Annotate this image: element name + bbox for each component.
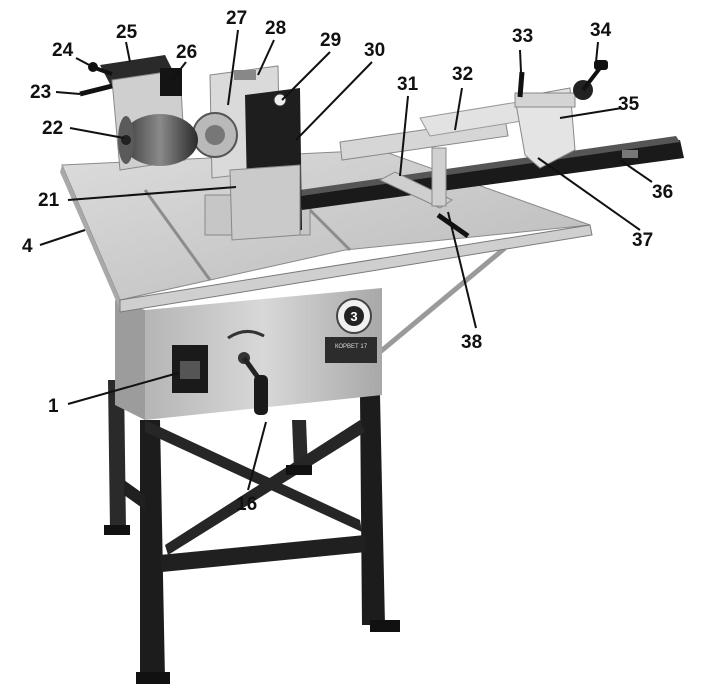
leg-front-right bbox=[360, 395, 385, 625]
leader-line-30 bbox=[295, 61, 373, 141]
part-label-23: 23 bbox=[30, 82, 51, 103]
stretcher-front bbox=[160, 535, 366, 572]
belt-sander bbox=[79, 55, 198, 171]
table-fence-edge bbox=[119, 224, 593, 313]
leader-line-24 bbox=[75, 57, 94, 68]
leader-line-25 bbox=[125, 41, 131, 63]
leader-line-23 bbox=[55, 91, 81, 95]
tailstock bbox=[514, 60, 608, 169]
part-label-24: 24 bbox=[52, 40, 74, 61]
leg-front-left bbox=[140, 420, 165, 680]
foot-back-right bbox=[286, 465, 312, 475]
foot-back bbox=[104, 525, 130, 535]
drum-axle bbox=[121, 135, 131, 145]
warranty-badge: 3 bbox=[336, 298, 372, 334]
faceplate-hub bbox=[205, 125, 225, 145]
headstock bbox=[192, 65, 302, 241]
leader-line-32 bbox=[454, 87, 463, 131]
motor-mount bbox=[229, 164, 301, 241]
leader-line-22 bbox=[69, 127, 125, 139]
tension-handle[interactable] bbox=[79, 83, 113, 97]
leader-line-21 bbox=[67, 186, 237, 201]
part-label-21: 21 bbox=[38, 190, 60, 211]
leader-line-16 bbox=[247, 421, 267, 491]
cabinet-side bbox=[115, 300, 145, 420]
tool-rest bbox=[339, 99, 541, 239]
part-label-34: 34 bbox=[590, 20, 612, 41]
leader-line-4 bbox=[39, 229, 86, 246]
part-label-35: 35 bbox=[618, 94, 640, 115]
tailstock-quill bbox=[514, 92, 576, 108]
leg-back-left bbox=[108, 380, 126, 530]
part-label-33: 33 bbox=[512, 26, 533, 47]
support-rod bbox=[378, 246, 507, 354]
miter-slot-1 bbox=[143, 189, 212, 281]
part-label-16: 16 bbox=[236, 494, 257, 515]
leader-line-36 bbox=[619, 159, 653, 183]
leader-line-35 bbox=[559, 107, 623, 119]
brace-diagonal-2 bbox=[165, 420, 365, 555]
cabinet: 3 КОРВЕТ 17 bbox=[115, 288, 382, 420]
part-label-22: 22 bbox=[42, 118, 63, 139]
part-label-29: 29 bbox=[320, 30, 341, 51]
tailstock-crank[interactable] bbox=[581, 66, 602, 92]
part-label-38: 38 bbox=[461, 332, 482, 353]
part-label-31: 31 bbox=[397, 74, 419, 95]
leader-line-27 bbox=[227, 29, 239, 106]
handwheel-handle[interactable] bbox=[254, 375, 268, 415]
part-label-4: 4 bbox=[22, 236, 33, 257]
leader-line-29 bbox=[281, 51, 331, 101]
part-label-32: 32 bbox=[452, 64, 473, 85]
nameplate-model: КОРВЕТ 17 bbox=[335, 344, 368, 350]
scale-arc bbox=[227, 330, 265, 340]
bed-rail bbox=[300, 140, 684, 210]
part-label-36: 36 bbox=[652, 182, 673, 203]
sanding-drum bbox=[122, 114, 198, 166]
guard-knob[interactable] bbox=[273, 93, 287, 107]
tracking-knob-arm[interactable] bbox=[94, 66, 113, 76]
part-label-25: 25 bbox=[116, 22, 138, 43]
warranty-number: 3 bbox=[350, 309, 357, 324]
part-label-1: 1 bbox=[48, 396, 59, 417]
foot-front-right bbox=[370, 620, 400, 632]
part-label-26: 26 bbox=[176, 42, 197, 63]
leader-line-37 bbox=[537, 157, 641, 231]
part-label-30: 30 bbox=[364, 40, 385, 61]
leader-line-28 bbox=[257, 39, 275, 76]
leader-line-26 bbox=[171, 61, 187, 81]
switch-button[interactable] bbox=[180, 361, 200, 379]
brace-diagonal bbox=[145, 420, 362, 532]
tool-rest-post bbox=[431, 147, 447, 207]
leader-line-1 bbox=[67, 372, 179, 405]
leader-line-31 bbox=[399, 95, 409, 177]
bed-end-cap bbox=[622, 150, 638, 158]
stand bbox=[104, 246, 507, 684]
part-label-27: 27 bbox=[226, 8, 247, 29]
part-label-37: 37 bbox=[632, 230, 653, 251]
leader-line-38 bbox=[447, 211, 477, 329]
tailstock-crank-knob[interactable] bbox=[594, 60, 608, 70]
tailstock-lock-lever[interactable] bbox=[517, 71, 525, 98]
tool-rest-lock-handle[interactable] bbox=[436, 212, 470, 239]
leader-lines bbox=[39, 29, 653, 491]
table-front-edge bbox=[60, 165, 120, 310]
leader-line-34 bbox=[595, 41, 599, 63]
housing-window bbox=[234, 70, 256, 80]
foot-front-left bbox=[136, 672, 170, 684]
nameplate: КОРВЕТ 17 bbox=[325, 337, 377, 363]
stretcher-side bbox=[124, 480, 145, 510]
part-label-28: 28 bbox=[265, 18, 286, 39]
leader-line-33 bbox=[519, 49, 522, 73]
tailstock-body bbox=[514, 87, 576, 169]
